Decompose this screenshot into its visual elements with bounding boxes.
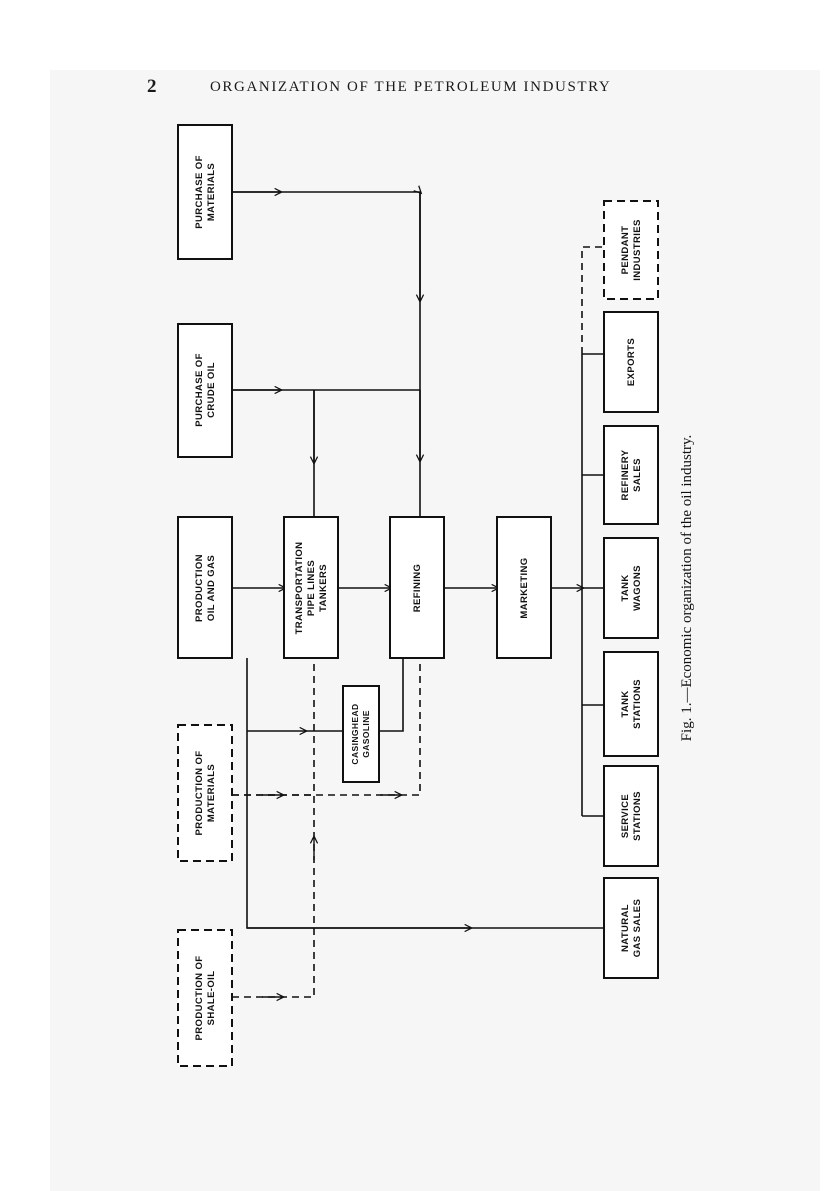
svg-text:PRODUCTION OFSHALE-OIL: PRODUCTION OFSHALE-OIL <box>194 956 217 1041</box>
box-refining <box>389 516 445 659</box>
svg-text:NATURALGAS SALES: NATURALGAS SALES <box>620 899 643 958</box>
box-natural-gas <box>603 877 659 979</box>
svg-text:PURCHASE OFMATERIALS: PURCHASE OFMATERIALS <box>194 155 217 229</box>
label-tank-stations-2: STATIONS <box>632 679 643 729</box>
box-exports <box>603 311 659 413</box>
svg-text:SERVICESTATIONS: SERVICESTATIONS <box>620 791 643 841</box>
label-refinery-sales-2: SALES <box>632 458 643 492</box>
box-labels: PURCHASE OFMATERIALS PURCHASE OFCRUDE OI… <box>194 155 643 1040</box>
box-purchase-materials <box>177 124 233 260</box>
label-natural-gas-2: GAS SALES <box>632 899 643 958</box>
svg-text:PURCHASE OFCRUDE OIL: PURCHASE OFCRUDE OIL <box>194 353 217 427</box>
figure-caption: Fig. 1.—Economic organization of the oil… <box>679 435 695 742</box>
svg-text:TANKSTATIONS: TANKSTATIONS <box>620 679 643 729</box>
running-title: ORGANIZATION OF THE PETROLEUM INDUSTRY <box>210 79 612 95</box>
box-purchase-crude <box>177 323 233 458</box>
line-production-down <box>246 658 604 929</box>
line-casinghead-to-refining <box>379 658 404 732</box>
box-tank-wagons <box>603 537 659 639</box>
page-number: 2 <box>147 76 157 97</box>
box-service-stations <box>603 765 659 867</box>
box-production-shale <box>177 929 233 1067</box>
label-service-stations-1: SERVICE <box>620 794 631 838</box>
dashed-pendant-link <box>581 246 604 354</box>
label-transportation-2: PIPE LINES <box>306 560 317 616</box>
label-refinery-sales-1: REFINERY <box>620 449 631 500</box>
label-tank-wagons-1: TANK <box>620 574 631 601</box>
svg-text:TANKWAGONS: TANKWAGONS <box>620 565 643 611</box>
label-refining: REFINING <box>412 564 423 613</box>
label-exports: EXPORTS <box>626 338 637 386</box>
dashed-shale-to-transport <box>232 658 315 998</box>
label-casinghead-2: GASOLINE <box>361 710 371 758</box>
box-production-materials <box>177 724 233 862</box>
box-pendant <box>603 200 659 300</box>
label-marketing: MARKETING <box>519 557 530 618</box>
label-purchase-crude-1: PURCHASE OF <box>194 353 205 427</box>
svg-text:CASINGHEADGASOLINE: CASINGHEADGASOLINE <box>350 703 371 764</box>
label-production-shale-2: SHALE-OIL <box>206 971 217 1026</box>
line-materials-to-refining <box>232 192 420 517</box>
svg-text:PENDANTINDUSTRIES: PENDANTINDUSTRIES <box>620 219 643 281</box>
label-production-1: PRODUCTION <box>194 554 205 622</box>
label-tank-wagons-2: WAGONS <box>632 565 643 611</box>
box-production-oil-gas <box>177 516 233 659</box>
label-tank-stations-1: TANK <box>620 690 631 717</box>
svg-text:PRODUCTION OFMATERIALS: PRODUCTION OFMATERIALS <box>194 751 217 836</box>
label-pendant-2: INDUSTRIES <box>632 219 643 281</box>
svg-text:EXPORTS: EXPORTS <box>626 338 637 386</box>
label-transportation-1: TRANSPORTATION <box>294 542 305 635</box>
svg-text:REFINING: REFINING <box>412 564 423 613</box>
label-production-materials-1: PRODUCTION OF <box>194 751 205 836</box>
label-purchase-materials-2: MATERIALS <box>206 163 217 221</box>
box-casinghead <box>342 685 380 783</box>
box-marketing <box>496 516 552 659</box>
svg-text:MARKETING: MARKETING <box>519 557 530 618</box>
box-refinery-sales <box>603 425 659 525</box>
box-transportation <box>283 516 339 659</box>
label-purchase-materials-1: PURCHASE OF <box>194 155 205 229</box>
label-production-2: OIL AND GAS <box>206 555 217 621</box>
label-purchase-crude-2: CRUDE OIL <box>206 362 217 418</box>
dashed-materials-to-refining <box>232 658 421 796</box>
svg-text:PRODUCTIONOIL AND GAS: PRODUCTIONOIL AND GAS <box>194 554 217 622</box>
label-pendant-1: PENDANT <box>620 226 631 275</box>
label-natural-gas-1: NATURAL <box>620 904 631 952</box>
label-production-materials-2: MATERIALS <box>206 764 217 822</box>
label-production-shale-1: PRODUCTION OF <box>194 956 205 1041</box>
label-casinghead-1: CASINGHEAD <box>350 703 360 764</box>
box-tank-stations <box>603 651 659 757</box>
svg-text:REFINERYSALES: REFINERYSALES <box>620 449 643 500</box>
label-transportation-3: TANKERS <box>318 564 329 612</box>
svg-text:TRANSPORTATIONPIPE LINESTANKER: TRANSPORTATIONPIPE LINESTANKERS <box>294 542 329 635</box>
label-service-stations-2: STATIONS <box>632 791 643 841</box>
